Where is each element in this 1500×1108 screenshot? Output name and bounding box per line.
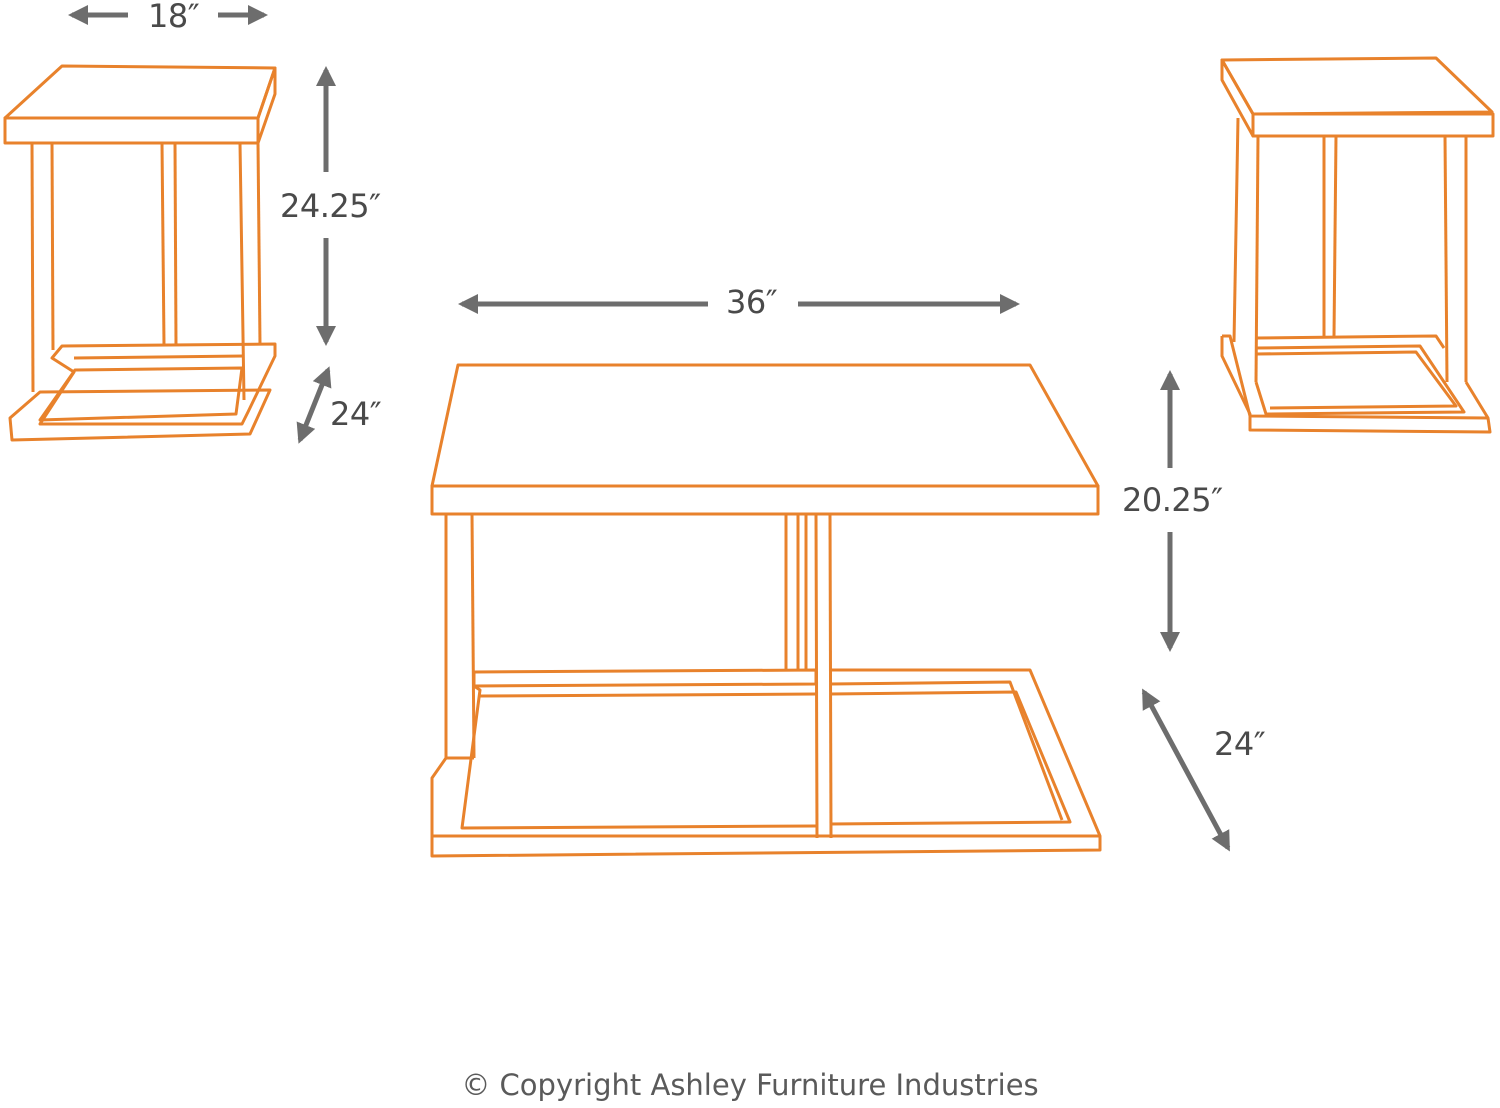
left-table-width-label: 18″ xyxy=(148,0,200,35)
arrow-left-depth xyxy=(296,366,332,444)
copyright-text: © Copyright Ashley Furniture Industries xyxy=(461,1068,1039,1102)
cocktail-table-depth-label: 24″ xyxy=(1214,725,1266,763)
left-end-table-drawing xyxy=(3,64,277,442)
right-end-table-drawing xyxy=(1220,56,1495,434)
arrow-center-depth xyxy=(1141,688,1231,852)
left-table-depth-label: 24″ xyxy=(330,395,382,433)
cocktail-table-drawing xyxy=(430,363,1102,858)
left-table-height-label: 24.25″ xyxy=(280,187,381,225)
cocktail-table-width-label: 36″ xyxy=(726,283,778,321)
dimension-arrows xyxy=(68,5,1231,852)
cocktail-table-height-label: 20.25″ xyxy=(1122,481,1223,519)
